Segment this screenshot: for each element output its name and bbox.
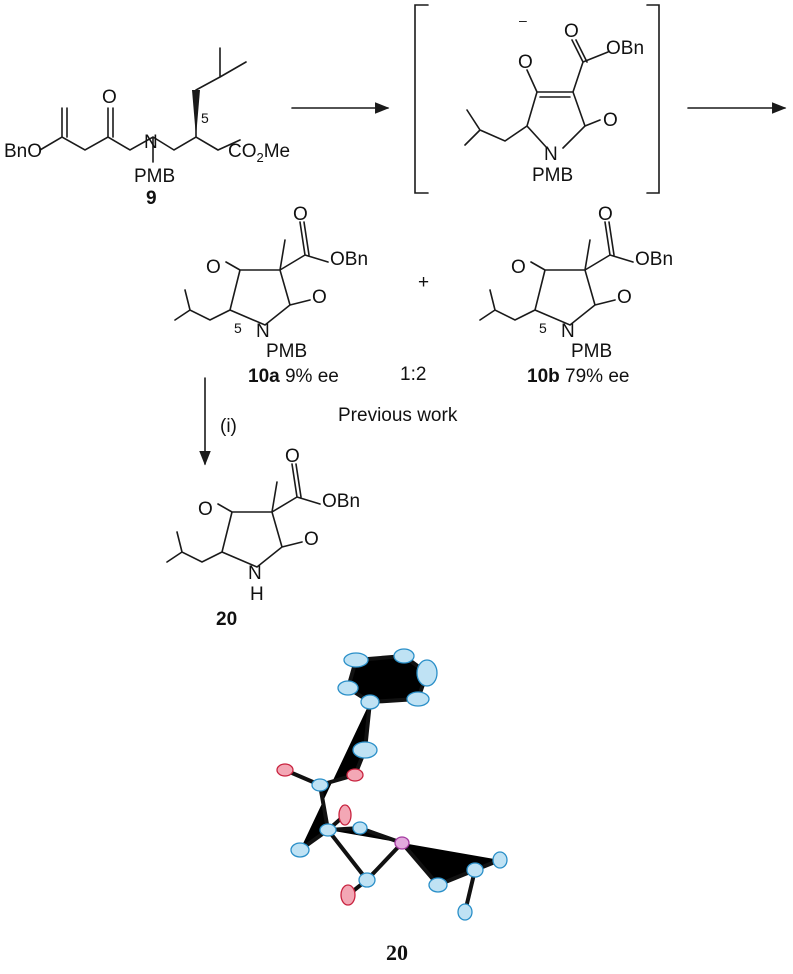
previous-work-label: Previous work (338, 405, 458, 426)
pmb-label: PMB (266, 341, 307, 362)
compound-9-label: 9 (146, 188, 157, 209)
plus-sign: + (418, 272, 429, 293)
o-minus-label: O (518, 52, 533, 73)
compound-20-label: 20 (216, 609, 237, 630)
n-label: N (561, 321, 575, 342)
compound-10b-caption: 10b 79% ee (527, 366, 629, 387)
pmb-label: PMB (532, 165, 573, 186)
pmb-label: PMB (571, 341, 612, 362)
compound-9-structure: O BnO N PMB 5 CO2Me 9 (4, 47, 290, 209)
o1-label: O (511, 257, 526, 278)
o3-label: O (304, 529, 319, 550)
h-label: H (250, 584, 264, 605)
n-label: N (544, 144, 558, 165)
brackets (414, 4, 660, 194)
obn-label: OBn (330, 249, 368, 270)
crystal-label: 20 (386, 940, 408, 965)
o3-label: O (312, 287, 327, 308)
n-label: N (256, 321, 270, 342)
obn-label: OBn (635, 249, 673, 270)
o1-label: O (198, 499, 213, 520)
stereo-5-label: 5 (234, 320, 242, 336)
ratio-label: 1:2 (400, 364, 426, 385)
n-label: N (248, 563, 262, 584)
crystal-structure-20 (276, 648, 508, 921)
compound-10a-caption: 10a 9% ee (248, 366, 339, 387)
wedge-bond (192, 90, 200, 137)
stereo-5-label: 5 (201, 110, 209, 126)
o-label: O (564, 21, 579, 42)
charge-label: – (519, 12, 527, 28)
compound-20-structure: O O OBn O N H 20 (166, 446, 360, 630)
o2-label: O (603, 110, 618, 131)
carbonyl-o-label: O (102, 87, 117, 108)
obn-label: OBn (322, 491, 360, 512)
enolate-intermediate: – O O OBn O N PMB (414, 4, 660, 194)
o2-label: O (598, 204, 613, 225)
compound-10a-structure: O O OBn O N PMB 5 10a 9% ee (174, 204, 368, 387)
stereo-5-label: 5 (539, 320, 547, 336)
bno-label: BnO (4, 141, 42, 162)
pmb-label: PMB (134, 166, 175, 187)
o2-label: O (293, 204, 308, 225)
o2-label: O (285, 446, 300, 467)
n-label: N (144, 132, 158, 153)
compound-10b-structure: O O OBn O N PMB 5 10b 79% ee (479, 204, 673, 387)
ester-label: CO2Me (228, 141, 290, 165)
o3-label: O (617, 287, 632, 308)
reagent-label: (i) (220, 416, 237, 437)
obn-label: OBn (606, 38, 644, 59)
o1-label: O (206, 257, 221, 278)
